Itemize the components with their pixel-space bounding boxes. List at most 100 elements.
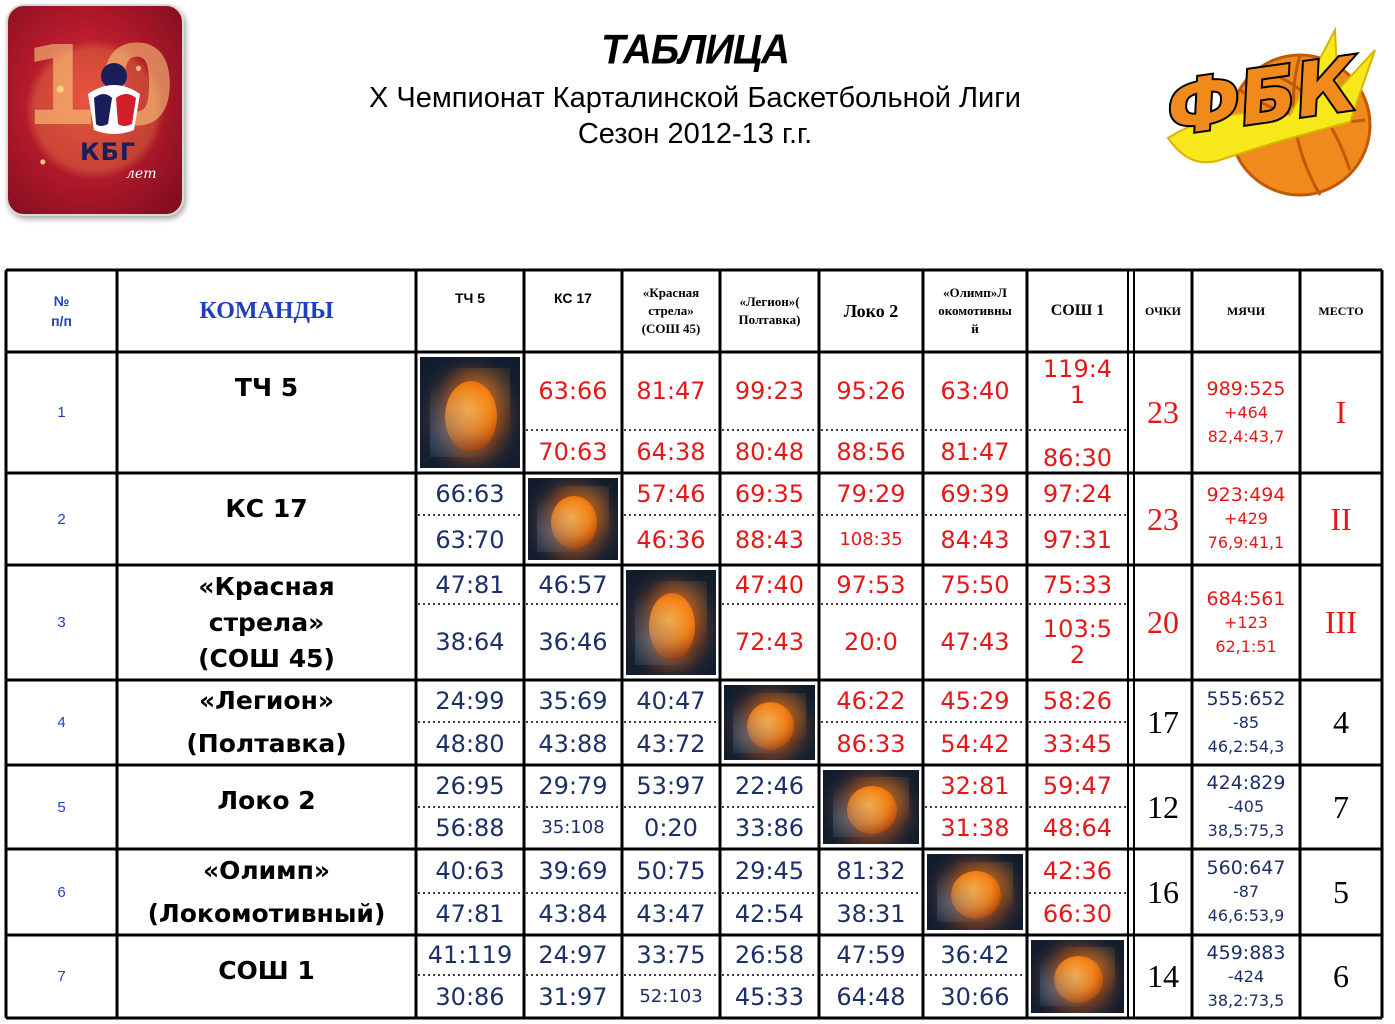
score-first-leg: 26:58 [720,935,819,975]
score-first-leg: 97:53 [819,565,923,604]
score-text: 39:69 [538,857,608,885]
score-text: 69:35 [734,480,805,508]
score-first-leg: 75:50 [923,565,1027,604]
score-text: 48:64 [1042,814,1113,842]
score-first-leg: 58:26 [1027,680,1128,722]
header-col-1: ТЧ 5 [416,270,524,352]
team-name-line: КС 17 [225,494,308,523]
team-name: «Олимп»(Локомотивный) [117,849,416,935]
score-first-leg: 39:69 [524,849,622,893]
balls-average: 38,5:75,3 [1207,821,1285,840]
basketball-player-icon: 10 [22,22,175,150]
score-first-leg: 50:75 [622,849,720,893]
balls-total: 989:525 [1206,377,1286,400]
row-number-value: 3 [57,614,66,631]
score-text: 24:97 [538,941,608,969]
score-text: 80:48 [734,437,805,466]
balls-average: 46,6:53,9 [1207,906,1285,925]
logo-years-label: лет [126,166,157,182]
score-second-leg: 97:31 [1027,515,1128,565]
header-col-5: Локо 2 [819,270,923,352]
score-text: 47:59 [836,941,906,969]
score-first-leg: 29:79 [524,765,622,807]
score-text: 31:38 [940,814,1010,842]
points-text: 12 [1147,788,1179,825]
header-col-label: СОШ 1 [1050,302,1105,319]
points-text: 23 [1147,394,1179,430]
score-text: 46:36 [636,526,706,554]
page-title: ТАБЛИЦА [601,26,790,74]
points-text: 14 [1147,958,1179,994]
score-text: 81:47 [940,437,1010,466]
score-text: 66:30 [1042,900,1113,928]
score-text: 47:81 [435,900,505,928]
header-place: МЕСТО [1300,270,1382,352]
score-text: 33:75 [636,941,706,969]
score-text: 108:35 [839,529,903,550]
score-first-leg: 81:47 [622,352,720,430]
score-text: 40:47 [636,687,706,715]
balls-diff: -405 [1227,797,1265,816]
score-text: 43:47 [636,900,706,928]
place-value: 4 [1300,680,1382,765]
points-value: 14 [1134,935,1192,1018]
score-first-leg: 75:33 [1027,565,1128,604]
score-text: 43:84 [538,900,608,928]
points-value: 12 [1134,765,1192,849]
balls-diff: -85 [1232,712,1260,732]
score-first-leg: 97:24 [1027,473,1128,515]
header-teams-label: КОМАНДЫ [199,297,334,324]
score-text: 64:48 [836,982,906,1011]
score-text: 70:63 [538,437,608,466]
score-text: 22:46 [734,772,805,800]
basketball-fire-icon [1031,940,1124,1013]
team-name-line: «Олимп» [202,855,331,885]
score-second-leg: 43:84 [524,893,622,935]
score-text: 26:95 [435,772,505,800]
row-number-value: 5 [57,798,66,816]
header-col-4: «Легион»(Полтавка) [720,270,819,352]
subtitle-line-1: Х Чемпионат Карталинской Баскетбольной Л… [369,82,1021,114]
team-name-line: «Легион» [198,686,335,716]
score-text: 66:63 [435,480,505,508]
score-first-leg: 47:59 [819,935,923,975]
header-col-label: «Красная [642,285,700,300]
score-second-leg: 64:38 [622,430,720,473]
header-col-label: Локо 2 [843,300,899,321]
score-text: 35:69 [538,687,608,715]
score-second-leg: 31:97 [524,975,622,1018]
row-number-value: 7 [57,968,66,985]
score-first-leg: 24:99 [416,680,524,722]
header-col-label: окомотивны [938,303,1012,318]
row-number: 5 [6,765,117,849]
score-second-leg: 30:66 [923,975,1027,1018]
score-text: 72:43 [734,628,805,656]
score-second-leg: 86:30 [1027,436,1128,479]
score-first-leg: 57:46 [622,473,720,515]
row-number: 4 [6,680,117,765]
basketball-fire-icon [420,357,520,468]
score-text: 36:42 [940,941,1010,969]
score-text: 97:24 [1042,480,1113,508]
score-second-leg: 33:86 [720,807,819,849]
score-text-wrap: 2 [1069,641,1086,669]
score-first-leg: 40:47 [622,680,720,722]
score-text: 64:38 [636,437,706,466]
score-text: 97:31 [1042,526,1113,554]
header-col-label: й [971,321,979,336]
score-text: 30:66 [940,982,1010,1011]
score-first-leg: 47:81 [416,565,524,604]
place-value: III [1300,565,1382,680]
score-text: 29:79 [538,772,608,800]
balls-diff: -424 [1227,966,1265,986]
header-place-label: МЕСТО [1318,303,1364,318]
score-text: 33:45 [1042,729,1113,758]
header-col-label: «Легион»( [739,294,800,309]
score-first-leg: 40:63 [416,849,524,893]
